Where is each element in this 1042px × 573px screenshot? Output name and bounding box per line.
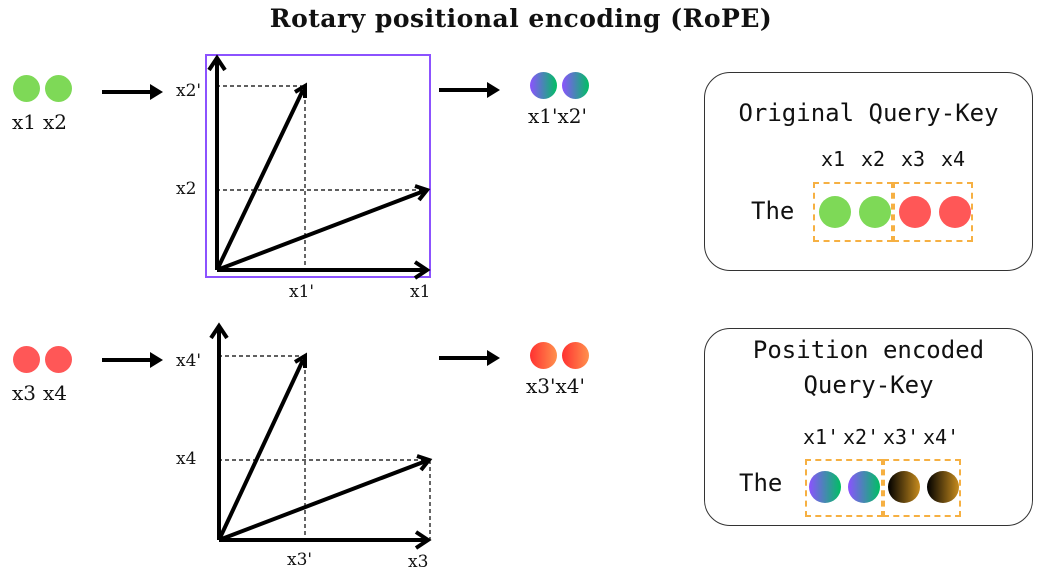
x-label-x1-prime: x1' (289, 282, 315, 302)
card-title: Original Query-Key (738, 99, 999, 127)
col-label: x3' (883, 425, 920, 449)
col-label: x1' (803, 425, 840, 449)
x-label-x3-prime: x3' (287, 550, 313, 570)
col-label: x4' (923, 425, 960, 449)
x2-dot (45, 75, 72, 102)
diagram-title: Rotary positional encoding (RoPE) (269, 4, 773, 33)
y-label-x4: x4 (176, 449, 197, 469)
arrow-right-icon (102, 84, 163, 100)
y-label-x2: x2 (176, 179, 197, 199)
x4-dot (45, 346, 72, 373)
x3x4-prime-label: x3'x4' (526, 374, 586, 398)
col-label: x2 (861, 147, 886, 171)
arrow-right-icon (102, 352, 163, 368)
x4-label: x4 (43, 381, 68, 405)
key-group-box (893, 182, 973, 242)
query-group-box (813, 182, 893, 242)
x2-dot (859, 196, 891, 228)
x3-prime-dot (530, 342, 557, 369)
position-encoded-query-key-card: Position encoded Query-Key x1' x2' x3' x… (704, 328, 1033, 526)
x1x2-prime-label: x1'x2' (528, 104, 588, 128)
x1-prime-dot (530, 72, 557, 99)
x2-prime-dot (848, 471, 880, 503)
y-label-x2-prime: x2' (176, 81, 202, 101)
x3-prime-dot (888, 471, 920, 503)
x4-dot (939, 196, 971, 228)
token-label: The (739, 469, 783, 497)
x3-label: x3 (12, 381, 37, 405)
x3-dot (13, 346, 40, 373)
original-query-key-card: Original Query-Key x1 x2 x3 x4 The (704, 72, 1033, 271)
x1-label: x1 (12, 110, 37, 134)
token-label: The (751, 197, 795, 225)
col-label: x4 (941, 147, 966, 171)
x4-prime-dot (562, 342, 589, 369)
x3-dot (899, 196, 931, 228)
x1-prime-dot (809, 471, 841, 503)
rotation-graph-2 (209, 322, 433, 550)
col-label: x3 (901, 147, 926, 171)
arrow-right-icon (439, 82, 500, 98)
card-title-line2: Query-Key (803, 371, 934, 399)
col-label: x2' (843, 425, 880, 449)
x4-prime-dot (927, 471, 959, 503)
arrow-right-icon (439, 350, 500, 366)
x2-label: x2 (43, 110, 68, 134)
y-label-x4-prime: x4' (176, 351, 202, 371)
card-title-line1: Position encoded (752, 336, 985, 364)
rotation-graph-1 (205, 54, 431, 280)
x-label-x1: x1 (410, 282, 431, 302)
col-label: x1 (821, 147, 846, 171)
query-group-box (805, 459, 883, 517)
x1-dot (819, 196, 851, 228)
key-group-box (883, 459, 961, 517)
x-label-x3: x3 (408, 552, 429, 572)
x1-dot (13, 75, 40, 102)
x2-prime-dot (562, 72, 589, 99)
